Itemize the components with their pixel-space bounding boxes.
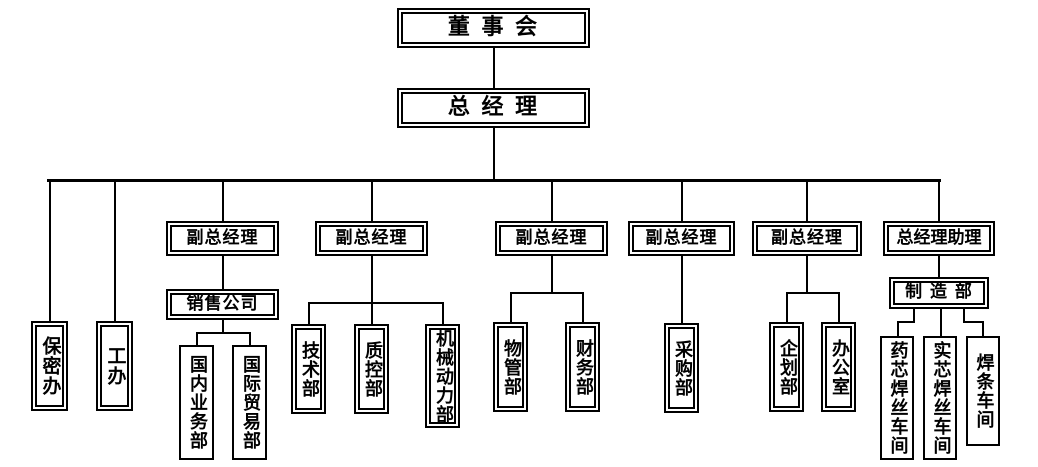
- edge-vgm2-tech: [308, 302, 310, 325]
- node-salesco-label: 销售公司: [186, 293, 259, 314]
- node-solidwire-label: 实芯焊丝车间: [930, 341, 952, 455]
- node-mfgdept-label: 制 造 部: [905, 282, 973, 303]
- edge-vgm2-stem: [371, 256, 373, 303]
- edge-bus-union: [114, 180, 116, 322]
- edge-bus-vgm1: [222, 180, 224, 222]
- node-electrode-label: 焊条车间: [973, 353, 995, 429]
- node-materials-label: 物管部: [500, 338, 522, 396]
- node-tech[interactable]: 技术部: [291, 324, 326, 414]
- node-secrecy-label: 保密办: [39, 336, 62, 396]
- node-intltrade[interactable]: 国际贸易部: [232, 345, 267, 460]
- node-domestic[interactable]: 国内业务部: [179, 345, 214, 460]
- node-vgm4-label: 副总经理: [645, 227, 718, 248]
- node-board-label: 董 事 会: [447, 15, 540, 41]
- node-union[interactable]: 工办: [96, 321, 133, 411]
- node-secrecy[interactable]: 保密办: [31, 321, 68, 411]
- node-gmassist-label: 总经理助理: [896, 227, 982, 248]
- node-mechpower-label: 机械动力部: [432, 328, 454, 424]
- edge-bus-vgm3: [551, 180, 553, 222]
- node-purchase[interactable]: 采购部: [664, 323, 699, 413]
- node-electrode[interactable]: 焊条车间: [966, 336, 1000, 446]
- edge-gmassist-mfgdept: [938, 256, 940, 278]
- bus-salesco: [196, 332, 251, 334]
- node-solidwire[interactable]: 实芯焊丝车间: [923, 336, 957, 460]
- edge-vgm5-stem: [806, 256, 808, 293]
- bus-vgm5: [786, 292, 840, 294]
- edge-bus-gmassist: [938, 180, 940, 222]
- node-domestic-label: 国内业务部: [186, 355, 208, 450]
- node-board[interactable]: 董 事 会: [397, 8, 590, 48]
- edge-gm-bus: [493, 127, 495, 180]
- node-vgm5[interactable]: 副总经理: [752, 221, 862, 256]
- node-tech-label: 技术部: [298, 340, 320, 398]
- node-vgm5-label: 副总经理: [771, 227, 843, 248]
- edge-mfg-fluxwire-stem: [913, 308, 915, 322]
- edge-vgm4-purchase: [681, 256, 683, 324]
- node-planning-label: 企划部: [776, 338, 798, 396]
- node-office-label: 办公室: [828, 338, 850, 396]
- edge-mfg-electrode-stem: [963, 308, 965, 322]
- edge-bus-vgm2: [371, 180, 373, 222]
- edge-vgm5-planning: [786, 292, 788, 323]
- node-gmassist[interactable]: 总经理助理: [883, 221, 995, 256]
- node-qc-label: 质控部: [361, 340, 383, 398]
- edge-salesco-intltrade: [249, 332, 251, 346]
- node-mechpower[interactable]: 机械动力部: [425, 324, 460, 428]
- node-materials[interactable]: 物管部: [493, 322, 528, 412]
- edge-vgm3-materials: [510, 292, 512, 323]
- edge-mfg-fluxwire-arm: [897, 321, 915, 323]
- node-fluxwire[interactable]: 药芯焊丝车间: [880, 336, 914, 460]
- node-vgm1[interactable]: 副总经理: [166, 221, 279, 256]
- node-qc[interactable]: 质控部: [354, 324, 389, 414]
- node-mfgdept[interactable]: 制 造 部: [889, 277, 989, 309]
- edge-mfg-fluxwire-drop: [897, 321, 899, 337]
- node-office[interactable]: 办公室: [821, 322, 856, 412]
- bus-level2: [47, 179, 941, 182]
- edge-vgm1-salesco: [222, 256, 224, 290]
- edge-vgm5-office: [838, 292, 840, 323]
- edge-vgm3-finance: [582, 292, 584, 323]
- bus-vgm3: [510, 292, 584, 294]
- node-vgm3[interactable]: 副总经理: [495, 221, 608, 256]
- bus-vgm2: [308, 302, 444, 304]
- node-vgm4[interactable]: 副总经理: [628, 221, 735, 256]
- node-vgm2-label: 副总经理: [335, 227, 408, 248]
- node-intltrade-label: 国际贸易部: [239, 355, 261, 450]
- edge-vgm2-qc: [371, 302, 373, 325]
- edge-mfg-electrode-drop: [982, 321, 984, 337]
- node-vgm3-label: 副总经理: [515, 227, 588, 248]
- edge-mfg-solidwire: [940, 308, 942, 337]
- node-planning[interactable]: 企划部: [769, 322, 804, 412]
- node-salesco[interactable]: 销售公司: [166, 289, 279, 320]
- edge-mfg-electrode-arm: [963, 321, 984, 323]
- node-vgm2[interactable]: 副总经理: [315, 221, 428, 256]
- edge-bus-secrecy: [49, 180, 51, 322]
- node-finance[interactable]: 财务部: [565, 322, 600, 412]
- node-purchase-label: 采购部: [671, 339, 693, 397]
- edge-bus-vgm4: [681, 180, 683, 222]
- node-gm[interactable]: 总 经 理: [397, 88, 590, 128]
- edge-vgm2-mechpower: [442, 302, 444, 325]
- node-gm-label: 总 经 理: [447, 95, 540, 121]
- node-fluxwire-label: 药芯焊丝车间: [887, 341, 909, 455]
- node-vgm1-label: 副总经理: [186, 227, 259, 248]
- edge-salesco-stem: [222, 319, 224, 333]
- edge-bus-vgm5: [806, 180, 808, 222]
- node-union-label: 工办: [104, 346, 127, 386]
- edge-salesco-domestic: [196, 332, 198, 346]
- node-finance-label: 财务部: [572, 338, 594, 396]
- edge-board-gm: [493, 47, 495, 90]
- edge-vgm3-stem: [551, 256, 553, 293]
